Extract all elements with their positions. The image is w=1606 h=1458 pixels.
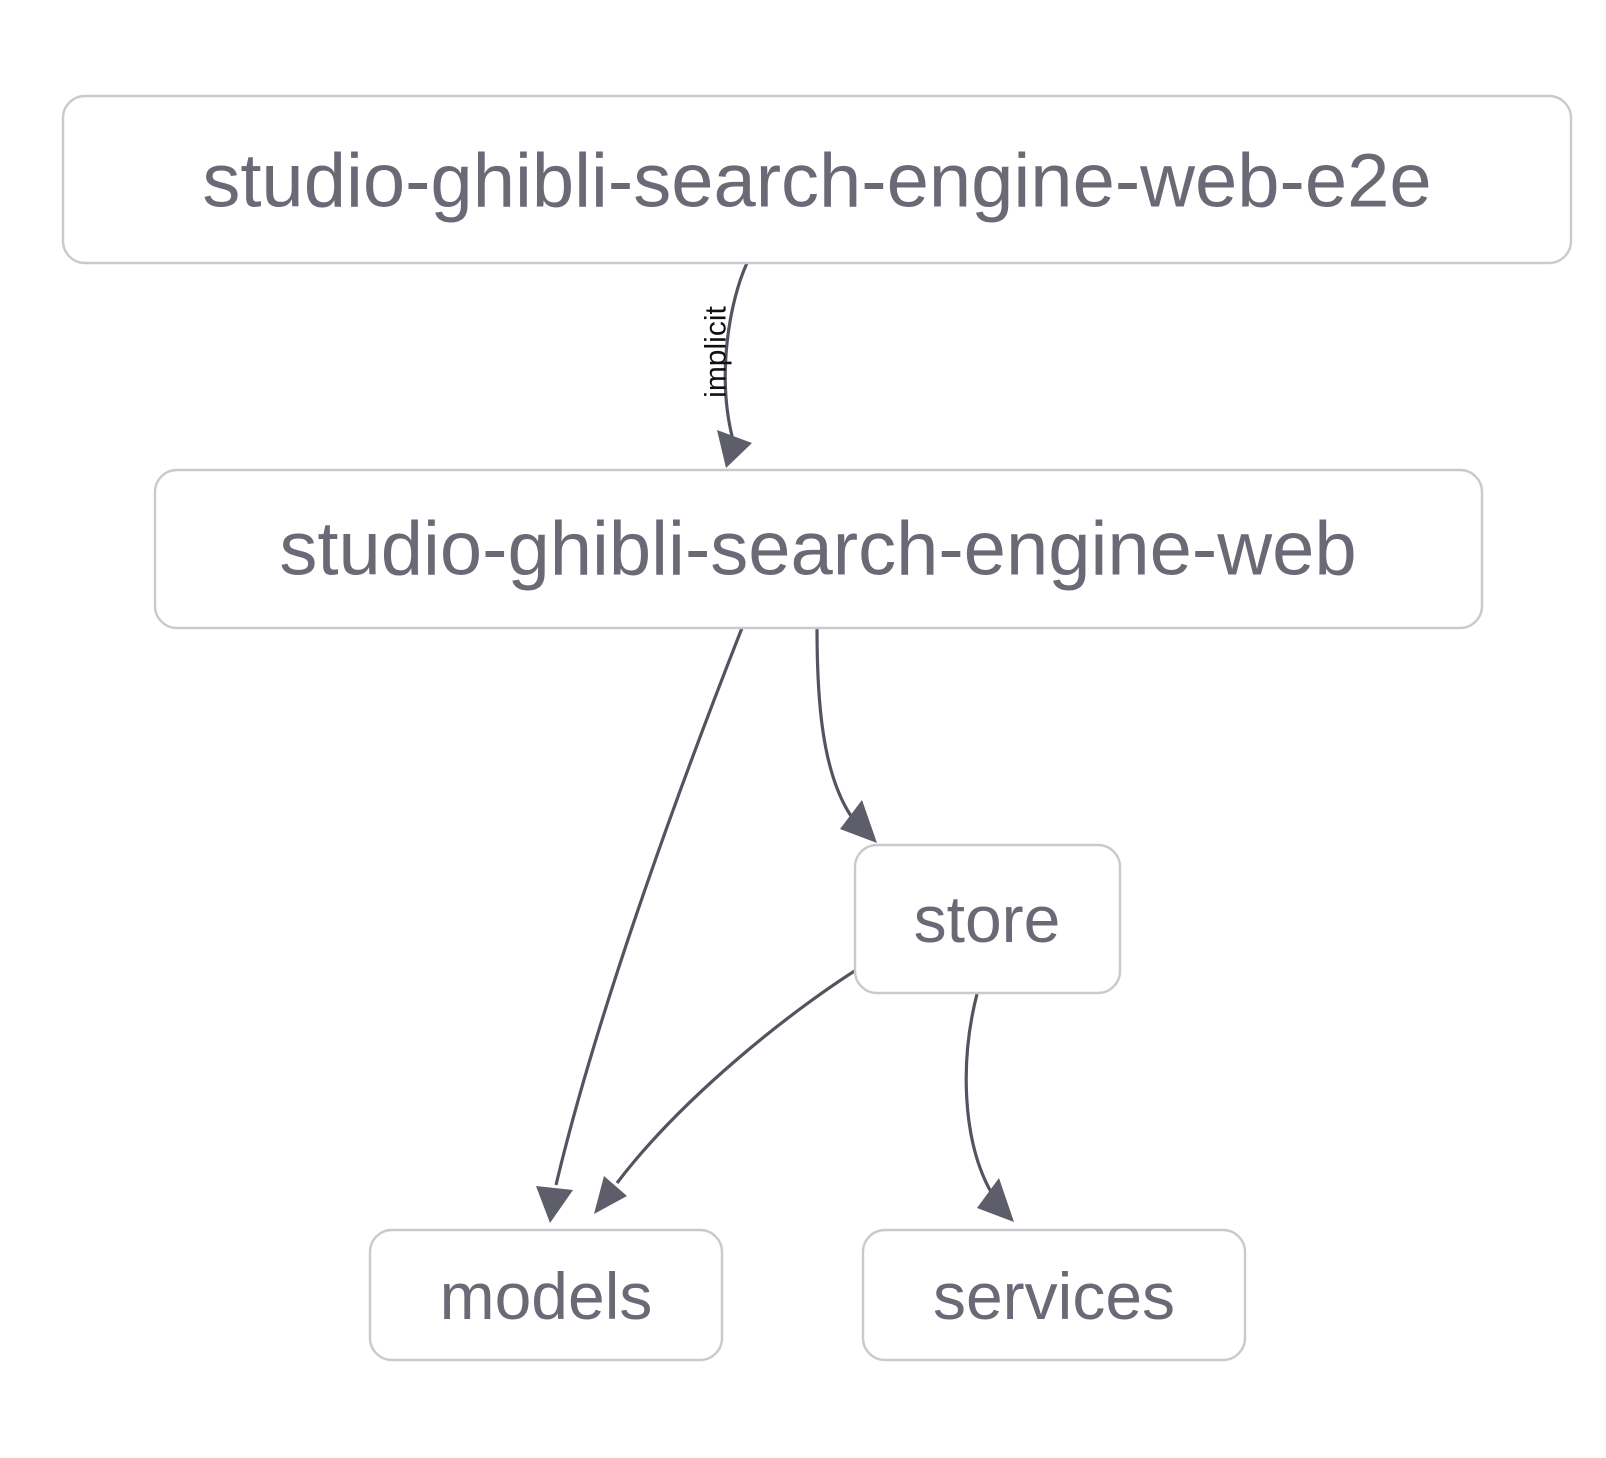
edge-path [815,627,853,817]
node-layer: studio-ghibli-search-engine-web-e2e stud… [61,94,1573,1362]
edge-web-to-models[interactable] [536,627,744,1223]
edge-web-to-store[interactable] [815,627,877,843]
node-studio-ghibli-search-engine-web-e2e[interactable]: studio-ghibli-search-engine-web-e2e [61,94,1573,265]
edge-path [723,262,749,441]
arrowhead-icon [536,1186,573,1223]
node-label: studio-ghibli-search-engine-web-e2e [202,139,1431,224]
arrowhead-icon [594,1176,627,1214]
node-label: store [914,882,1061,956]
node-box [368,1228,724,1362]
edge-path [615,960,870,1184]
node-label: services [933,1259,1175,1333]
node-store[interactable]: store [853,843,1122,995]
node-services[interactable]: services [861,1228,1247,1362]
node-label: studio-ghibli-search-engine-web [279,507,1356,592]
node-box [853,843,1122,995]
node-box [61,94,1573,265]
edge-path [554,627,744,1186]
arrowhead-icon [977,1178,1014,1222]
node-box [153,468,1484,630]
node-label: models [440,1259,653,1333]
arrowhead-icon [840,800,877,843]
arrowhead-icon [717,430,752,468]
node-box [861,1228,1247,1362]
edge-store-to-models[interactable] [594,960,870,1214]
edge-web-e2e-to-web[interactable]: implicit [700,262,753,468]
edge-layer: implicit [536,262,1014,1223]
edge-label-implicit: implicit [700,306,733,398]
node-models[interactable]: models [368,1228,724,1362]
node-studio-ghibli-search-engine-web[interactable]: studio-ghibli-search-engine-web [153,468,1484,630]
edge-store-to-services[interactable] [964,993,1014,1222]
edge-path [964,993,993,1193]
